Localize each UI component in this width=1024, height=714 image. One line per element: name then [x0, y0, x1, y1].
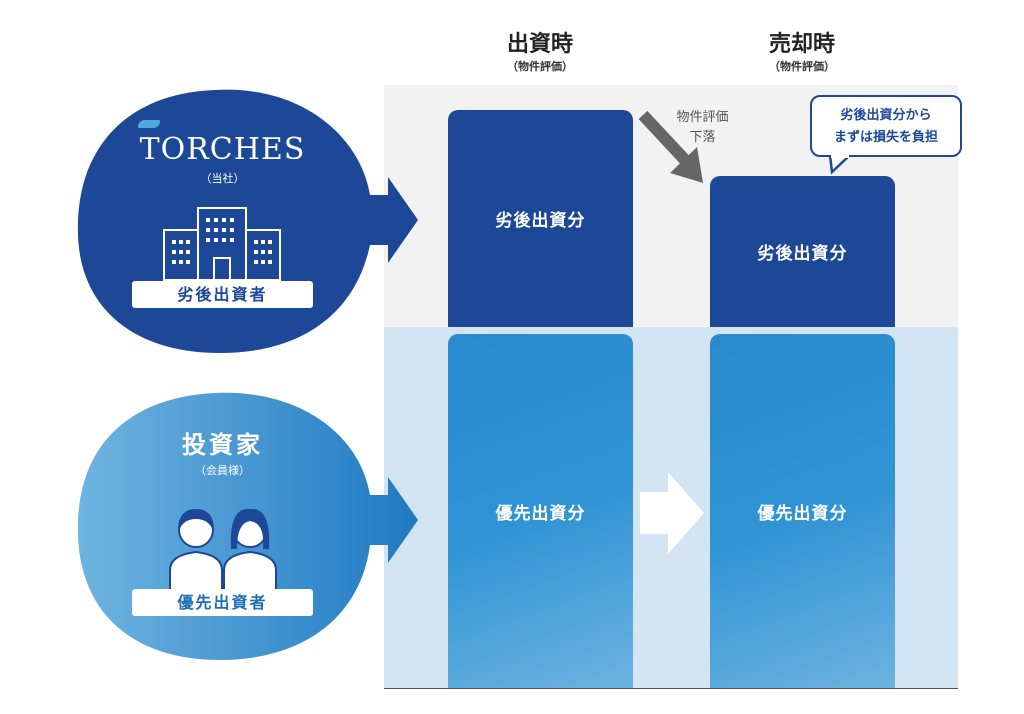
- column-header-investment: 出資時 （物件評価）: [460, 26, 620, 74]
- callout-tail: [828, 155, 852, 175]
- bar-label: 優先出資分: [757, 503, 848, 524]
- drop-label-line: 物件評価: [676, 110, 729, 125]
- column-title: 売却時: [768, 32, 835, 57]
- people-icon: [169, 508, 277, 591]
- column-header-sale: 売却時 （物件評価）: [722, 26, 882, 74]
- column-subtitle: （物件評価）: [507, 60, 573, 73]
- subordinate-bar-start: 劣後出資分: [448, 110, 633, 327]
- drop-label-line: 下落: [689, 130, 716, 145]
- callout-bubble: 劣後出資分から まずは損失を負担: [810, 95, 962, 157]
- torches-logo: TORCHES: [139, 132, 306, 167]
- right-arrow-icon: [640, 472, 704, 554]
- callout-line: まずは損失を負担: [833, 130, 938, 145]
- down-arrow-icon: [638, 110, 703, 183]
- subordinate-bar-end: 劣後出資分: [710, 176, 895, 327]
- investor-note: （会員様）: [195, 464, 250, 477]
- investor-title: 投資家: [182, 431, 263, 459]
- torches-role-label: 劣後出資者: [132, 281, 313, 308]
- senior-bar-start: 優先出資分: [448, 334, 633, 688]
- senior-bar-end: 優先出資分: [710, 334, 895, 688]
- callout-line: 劣後出資分から: [840, 108, 932, 123]
- building-icon: [163, 207, 281, 281]
- bar-label: 劣後出資分: [495, 211, 586, 231]
- torches-leaf-icon: [138, 120, 160, 128]
- bar-label: 優先出資分: [495, 503, 586, 524]
- bar-label: 劣後出資分: [757, 244, 848, 264]
- investor-role-label: 優先出資者: [132, 589, 313, 616]
- torches-note: （当社）: [200, 172, 245, 185]
- column-subtitle: （物件評価）: [769, 60, 835, 73]
- drop-label: 物件評価 下落: [660, 108, 745, 148]
- column-title: 出資時: [506, 32, 573, 57]
